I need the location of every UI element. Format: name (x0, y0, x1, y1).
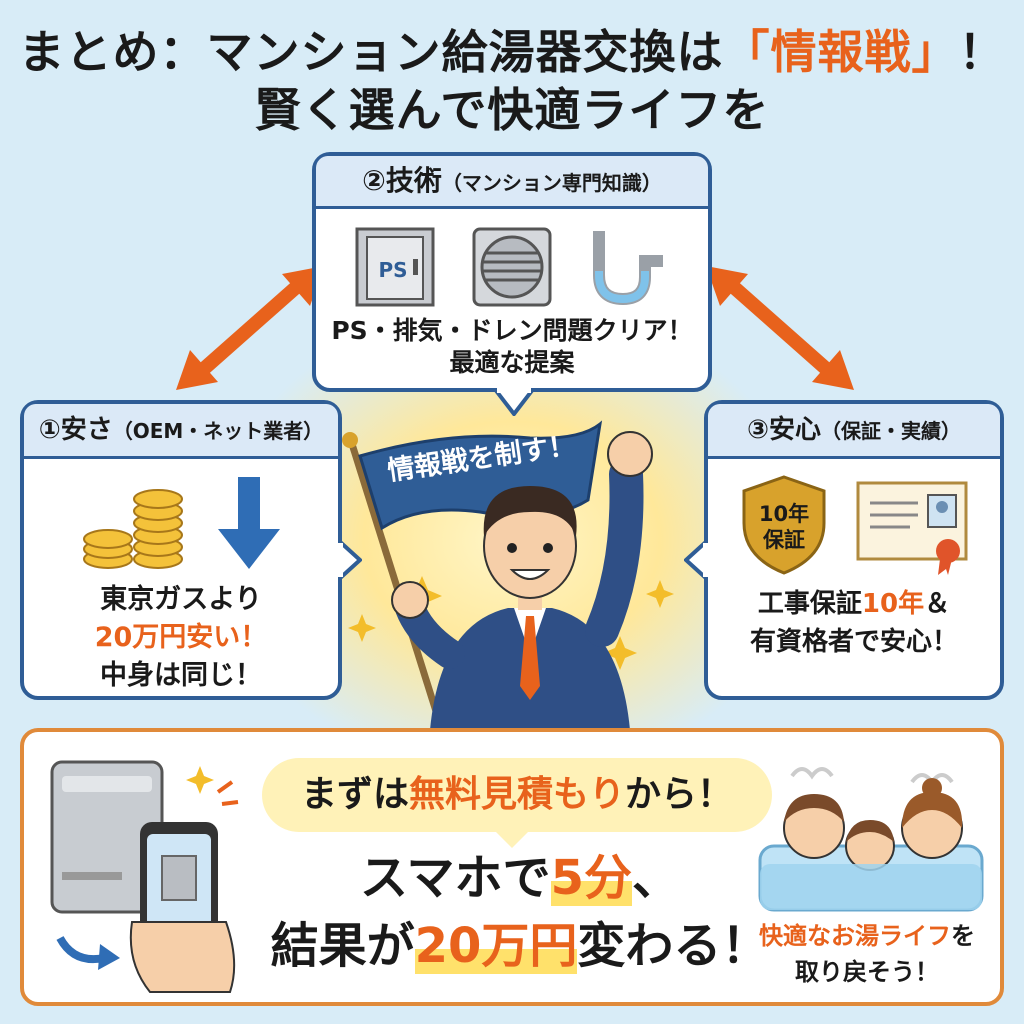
family-bath-illustration (758, 767, 984, 912)
relief-text-suffix: ＆ (924, 589, 951, 619)
svg-text:10年: 10年 (759, 502, 809, 526)
tech-subheading: （マンション専門知識） (441, 171, 662, 195)
svg-text:PS: PS (378, 258, 407, 282)
cta-line1-suffix: 、 (631, 850, 680, 906)
relief-text-highlight: 10年 (861, 589, 925, 619)
bath-text-line1: 快適なお湯ライフを (742, 918, 992, 954)
cta-line1-highlight: 5分 (550, 850, 632, 906)
tech-bubble-tail (494, 388, 534, 416)
svg-text:保証: 保証 (762, 528, 805, 552)
tech-text-line2: 最適な提案 (449, 348, 575, 377)
relief-text-line2: 有資格者で安心！ (749, 627, 958, 657)
cta-prefix: まずは (300, 774, 409, 815)
cta-line1-prefix: スマホで (360, 850, 551, 906)
double-arrow-right-icon (706, 266, 854, 390)
bath-text-highlight: 快適なお湯ライフ (759, 922, 951, 950)
certificate-icon (856, 481, 968, 575)
safety-text-line1: 東京ガスより (100, 584, 262, 615)
warranty-shield-icon: 10年 保証 (742, 475, 826, 575)
page-title-line1: まとめ：マンション給湯器交換は「情報戦」！ (0, 24, 1024, 80)
page-title-line2: 賢く選んで快適ライフを (254, 83, 770, 137)
cta-suffix: から！ (625, 774, 734, 815)
safety-text-line2: 20万円安い！ (94, 622, 268, 653)
relief-text: 工事保証10年＆ 有資格者で安心！ (708, 585, 1000, 661)
phone-scanning-water-heater-illustration (50, 760, 239, 993)
relief-heading: 安心 (769, 415, 822, 445)
drain-pipe-icon (585, 223, 673, 311)
tech-card: ②技術（マンション専門知識） PS (312, 152, 712, 392)
bath-text-line2: 取り戻そう！ (795, 958, 939, 986)
exhaust-vent-icon (468, 223, 556, 311)
cta-line2-suffix: 変わる！ (577, 918, 770, 974)
cta-line2-prefix: 結果が (270, 918, 415, 974)
relief-number: ③ (746, 415, 769, 445)
bath-text: 快適なお湯ライフを 取り戻そう！ (742, 918, 992, 990)
cta-bubble: まずは無料見積もりから！ (262, 758, 772, 832)
title-prefix: まとめ：マンション給湯器交換は (18, 25, 724, 79)
safety-card-header: ①安さ（OEM・ネット業者） (24, 404, 338, 459)
tech-card-header: ②技術（マンション専門知識） (316, 156, 708, 209)
cta-line2: 結果が20万円変わる！ (240, 916, 800, 976)
relief-icons: 10年 保証 (708, 459, 1000, 577)
title-suffix: ！ (958, 25, 1006, 79)
safety-icons (24, 459, 338, 573)
cta-line1: スマホで5分、 (240, 848, 800, 908)
coins-icon (83, 489, 183, 569)
safety-text-line3: 中身は同じ！ (100, 660, 262, 691)
businessman-illustration (342, 420, 674, 730)
relief-subheading: （保証・実績） (821, 419, 962, 443)
title-highlight: 「情報戦」 (723, 25, 959, 79)
tech-text: PS・排気・ドレン問題クリア！ 最適な提案 (316, 315, 708, 379)
bath-text-suffix: を (951, 922, 975, 950)
relief-bubble-tail (684, 540, 708, 580)
cta-line2-highlight: 20万円 (414, 918, 578, 974)
tech-number: ② (362, 164, 386, 197)
relief-text-line1: 工事保証10年＆ (708, 585, 1000, 623)
tech-heading: 技術 (385, 164, 442, 197)
safety-card: ①安さ（OEM・ネット業者） 東京ガスより 20万円安い！ 中身は同じ！ (20, 400, 342, 700)
double-arrow-left-icon (176, 266, 324, 390)
relief-card-header: ③安心（保証・実績） (708, 404, 1000, 459)
ps-door-icon: PS (351, 223, 439, 311)
tech-icons: PS (316, 209, 708, 315)
safety-number: ① (38, 415, 61, 445)
tech-text-line1: PS・排気・ドレン問題クリア！ (331, 316, 693, 345)
safety-heading: 安さ (60, 415, 113, 445)
safety-text: 東京ガスより 20万円安い！ 中身は同じ！ (24, 581, 338, 695)
cta-highlight: 無料見積もり (408, 774, 625, 815)
cta-bubble-tail (494, 830, 530, 848)
safety-subheading: （OEM・ネット業者） (112, 419, 324, 443)
relief-card: ③安心（保証・実績） 10年 保証 工事保証10年＆ 有資格者で安心！ (704, 400, 1004, 700)
safety-bubble-tail (338, 540, 362, 580)
down-arrow-icon (218, 477, 280, 569)
relief-text-prefix: 工事保証 (757, 589, 862, 619)
